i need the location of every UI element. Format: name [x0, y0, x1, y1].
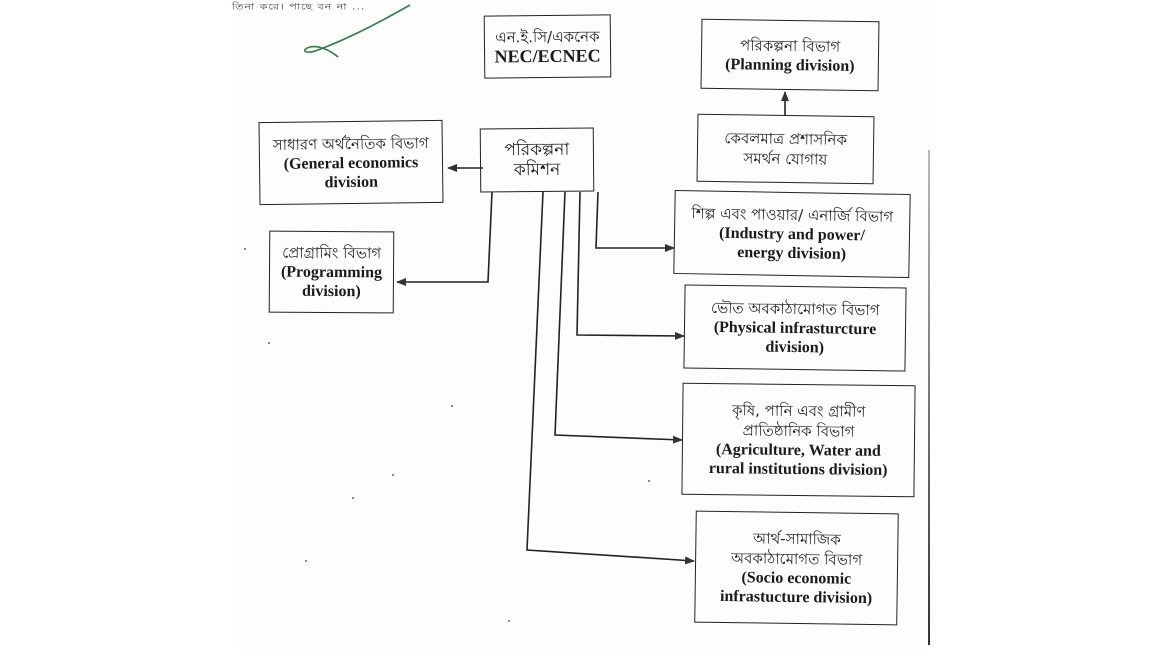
scan-speckle	[648, 480, 650, 482]
physical-infra-bn: ভৌত অবকাঠামোগত বিভাগ	[710, 298, 880, 320]
physical-infra-en1: (Physical infrasturcture	[713, 318, 877, 339]
socio-economic-division-box: আর্থ-সামাজিক অবকাঠামোগত বিভাগ (Socio eco…	[694, 510, 899, 626]
agriculture-en2: rural institutions division)	[708, 460, 888, 479]
scan-speckle	[508, 620, 510, 622]
nec-ecnec-box: এন.ই.সি/একনেক NEC/ECNEC	[483, 14, 612, 79]
cut-off-text-line: তিনা করে। পাছে বন না ...	[232, 1, 366, 12]
admin-support-line2: সমর্থন যোগায়	[743, 149, 828, 169]
programming-bn: প্রোগ্রামিং বিভাগ	[282, 243, 382, 263]
scan-speckle	[244, 248, 246, 250]
nec-en-label: NEC/ECNEC	[494, 45, 601, 67]
general-economics-bn: সাধারণ অর্থনৈতিক বিভাগ	[272, 133, 429, 154]
socio-economic-en2: infrastucture division)	[719, 587, 873, 608]
scan-speckle	[268, 342, 270, 344]
page-edge-shadow	[928, 150, 930, 645]
planning-commission-box: পরিকল্পনা কমিশন	[479, 127, 595, 193]
programming-en2: division)	[301, 282, 361, 301]
agriculture-division-box: কৃষি, পানি এবং গ্রামীণ প্রাতিষ্ঠানিক বিভ…	[681, 382, 916, 498]
general-economics-box: সাধারণ অর্থনৈতিক বিভাগ (General economic…	[258, 119, 444, 206]
socio-economic-bn1: আর্থ-সামাজিক	[752, 529, 841, 549]
scan-speckle	[451, 405, 453, 407]
industry-power-en1: (Industry and power/	[718, 224, 866, 245]
industry-power-division-box: শিল্প এবং পাওয়ার/ এনার্জি বিভাগ (Indust…	[673, 189, 911, 279]
scan-speckle	[352, 497, 354, 499]
admin-support-box: কেবলমাত্র প্রশাসনিক সমর্থন যোগায়	[696, 113, 875, 185]
programming-division-box: প্রোগ্রামিং বিভাগ (Programming division)	[268, 230, 395, 314]
planning-division-en: (Planning division)	[725, 55, 855, 75]
scanned-page	[238, 0, 930, 651]
physical-infrastructure-division-box: ভৌত অবকাঠামোগত বিভাগ (Physical infrastur…	[683, 284, 907, 372]
nec-bn-label: এন.ই.সি/একনেক	[495, 27, 600, 47]
planning-division-box: পরিকল্পনা বিভাগ (Planning division)	[700, 18, 880, 92]
programming-en1: (Programming	[280, 263, 383, 282]
planning-commission-line2: কমিশন	[513, 159, 561, 181]
scan-speckle	[392, 474, 394, 476]
agriculture-en1: (Agriculture, Water and	[715, 441, 881, 460]
planning-commission-line1: পরিকল্পনা	[504, 139, 570, 161]
scan-speckle	[305, 560, 307, 562]
general-economics-en1: (General economics	[283, 153, 419, 173]
agriculture-bn2: প্রাতিষ্ঠানিক বিভাগ	[742, 421, 855, 441]
agriculture-bn1: কৃষি, পানি এবং গ্রামীণ	[732, 401, 866, 421]
socio-economic-bn2: অবকাঠামোগত বিভাগ	[730, 549, 863, 569]
industry-power-en2: energy division)	[737, 244, 847, 263]
planning-division-bn: পরিকল্পনা বিভাগ	[740, 35, 841, 56]
physical-infra-en2: division)	[765, 338, 825, 357]
socio-economic-en1: (Socio economic	[741, 569, 852, 588]
green-ink-mark-icon	[303, 4, 411, 58]
general-economics-en2: division	[324, 173, 379, 191]
admin-support-line1: কেবলমাত্র প্রশাসনিক	[724, 129, 848, 149]
